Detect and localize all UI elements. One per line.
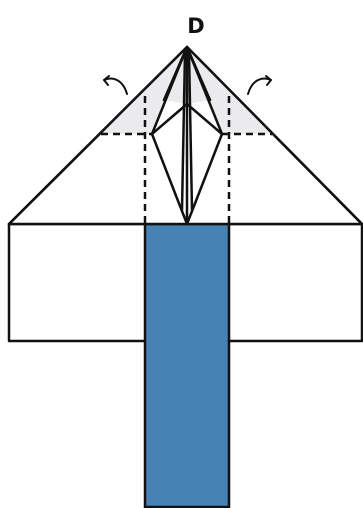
point-label: D bbox=[187, 14, 204, 38]
white-band-left bbox=[9, 224, 145, 341]
white-band-right bbox=[229, 224, 362, 341]
curved-arrow-left-icon bbox=[104, 76, 127, 94]
curved-arrow-right-icon bbox=[248, 76, 271, 94]
blue-strip bbox=[145, 224, 229, 507]
